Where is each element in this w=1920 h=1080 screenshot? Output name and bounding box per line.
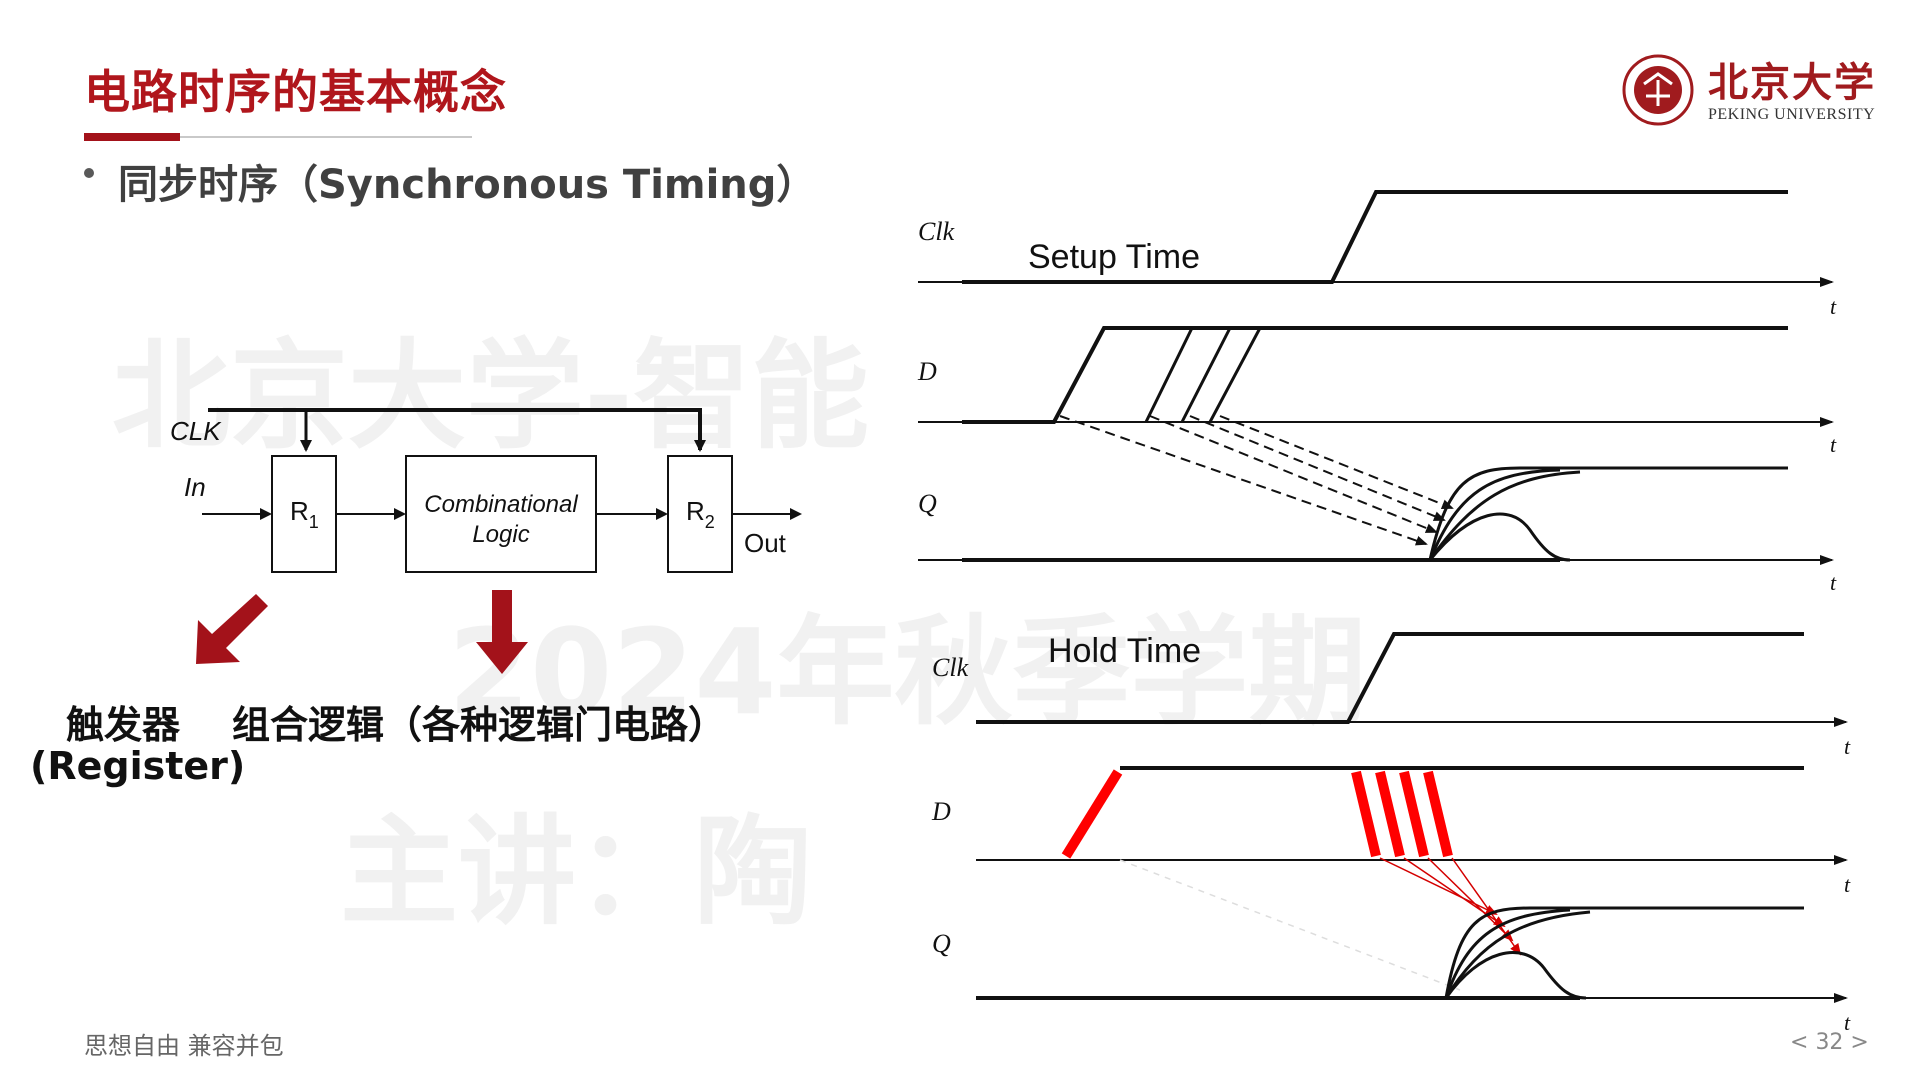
page-number: < 32 > (1790, 1030, 1869, 1055)
setup-t-label-1: t (1830, 294, 1837, 319)
setup-d-label: D (917, 357, 937, 386)
hold-time-caption: Hold Time (1048, 632, 1201, 670)
setup-dash-arrow-3 (1189, 415, 1446, 521)
setup-time-caption: Setup Time (1028, 238, 1200, 276)
logic-label-cn: 组合逻辑（各种逻辑门电路） (232, 703, 727, 747)
page-number-value: 32 (1815, 1030, 1844, 1055)
setup-q-curve-2 (1428, 468, 1561, 561)
setup-q-label: Q (918, 489, 937, 518)
register-r1-label: R1 (290, 496, 319, 532)
circuit-diagram: CLK In R1 Combinational Logic R2 Out (170, 408, 802, 573)
setup-t-label-2: t (1830, 432, 1837, 457)
slide-title: 电路时序的基本概念 (84, 65, 507, 119)
clock-bus (208, 408, 706, 452)
hold-q-label: Q (932, 929, 951, 958)
hold-t-label-2: t (1844, 872, 1851, 897)
register-r2 (667, 455, 733, 573)
input-label: In (184, 472, 206, 502)
hold-time-diagram: Clk Hold Time t D Q t t (931, 632, 1851, 1035)
output-label: Out (744, 528, 787, 558)
setup-q-curve-1 (1428, 466, 1788, 561)
hold-t-label-3: t (1844, 1010, 1851, 1035)
setup-clk-label: Clk (918, 217, 955, 246)
hold-clk-wave (976, 632, 1804, 724)
watermark-line-3: 主讲：陶 (340, 803, 813, 941)
hold-d-red-transition-1 (1061, 769, 1123, 859)
hold-clk-label: Clk (932, 653, 969, 682)
register-label-cn: 触发器 (66, 703, 181, 747)
hold-red-arrow-1 (1379, 857, 1498, 915)
setup-q-curve-3 (1428, 470, 1581, 561)
hold-red-arrow-4 (1451, 857, 1522, 956)
setup-dash-arrow-2 (1149, 415, 1438, 533)
register-r1 (271, 455, 337, 573)
logic-label-line2: Logic (472, 521, 529, 548)
setup-d-transition-4 (1208, 327, 1262, 423)
setup-d-transition-3 (1180, 327, 1232, 423)
watermark-line-1: 北京大学-智能 (112, 327, 869, 465)
logo-name-en: PEKING UNIVERSITY (1708, 106, 1876, 123)
hold-d-red-transition-2 (1351, 770, 1381, 858)
setup-t-label-3: t (1830, 570, 1837, 595)
hold-d-red-transition-4 (1399, 770, 1429, 858)
hold-q-curve-2 (1444, 908, 1571, 999)
footer-motto: 思想自由 兼容并包 (84, 1032, 284, 1060)
register-label-en: (Register) (30, 744, 246, 788)
combinational-logic-block (405, 455, 597, 573)
bullet-heading: 同步时序（Synchronous Timing） (118, 162, 817, 208)
setup-q-curve-4 (1428, 512, 1571, 562)
university-logo (1622, 54, 1694, 126)
logo-name-cn: 北京大学 (1708, 59, 1876, 106)
hold-q-curve-3 (1444, 910, 1591, 999)
hold-red-arrow-2 (1403, 857, 1506, 928)
hold-d-red-transition-5 (1423, 770, 1453, 858)
setup-time-diagram: Clk Setup Time t D Q t t (917, 190, 1837, 595)
register-r2-label: R2 (686, 496, 715, 532)
watermark-line-2: 2024年秋季学期 (448, 603, 1367, 741)
hold-d-label: D (931, 797, 951, 826)
register-pointer-arrow (196, 594, 268, 664)
hold-q-curve-4 (1444, 951, 1587, 1000)
hold-faint-arrow (1119, 859, 1461, 991)
setup-dash-arrow-4 (1219, 415, 1454, 509)
setup-d-transition-2 (1144, 327, 1194, 423)
clk-label: CLK (170, 416, 222, 446)
hold-d-red-transition-3 (1375, 770, 1405, 858)
title-accent-bar (84, 133, 180, 141)
hold-q-curve-1 (1444, 906, 1804, 999)
title-underline (84, 136, 472, 138)
setup-dash-arrow-1 (1059, 415, 1428, 546)
setup-clk-wave (962, 190, 1788, 284)
logo-seal-icon (1622, 54, 1694, 126)
setup-d-wave (962, 326, 1788, 424)
hold-t-label-1: t (1844, 734, 1851, 759)
bullet-icon (84, 168, 94, 178)
logic-label-line1: Combinational (424, 491, 578, 518)
logic-pointer-arrow (476, 590, 528, 674)
